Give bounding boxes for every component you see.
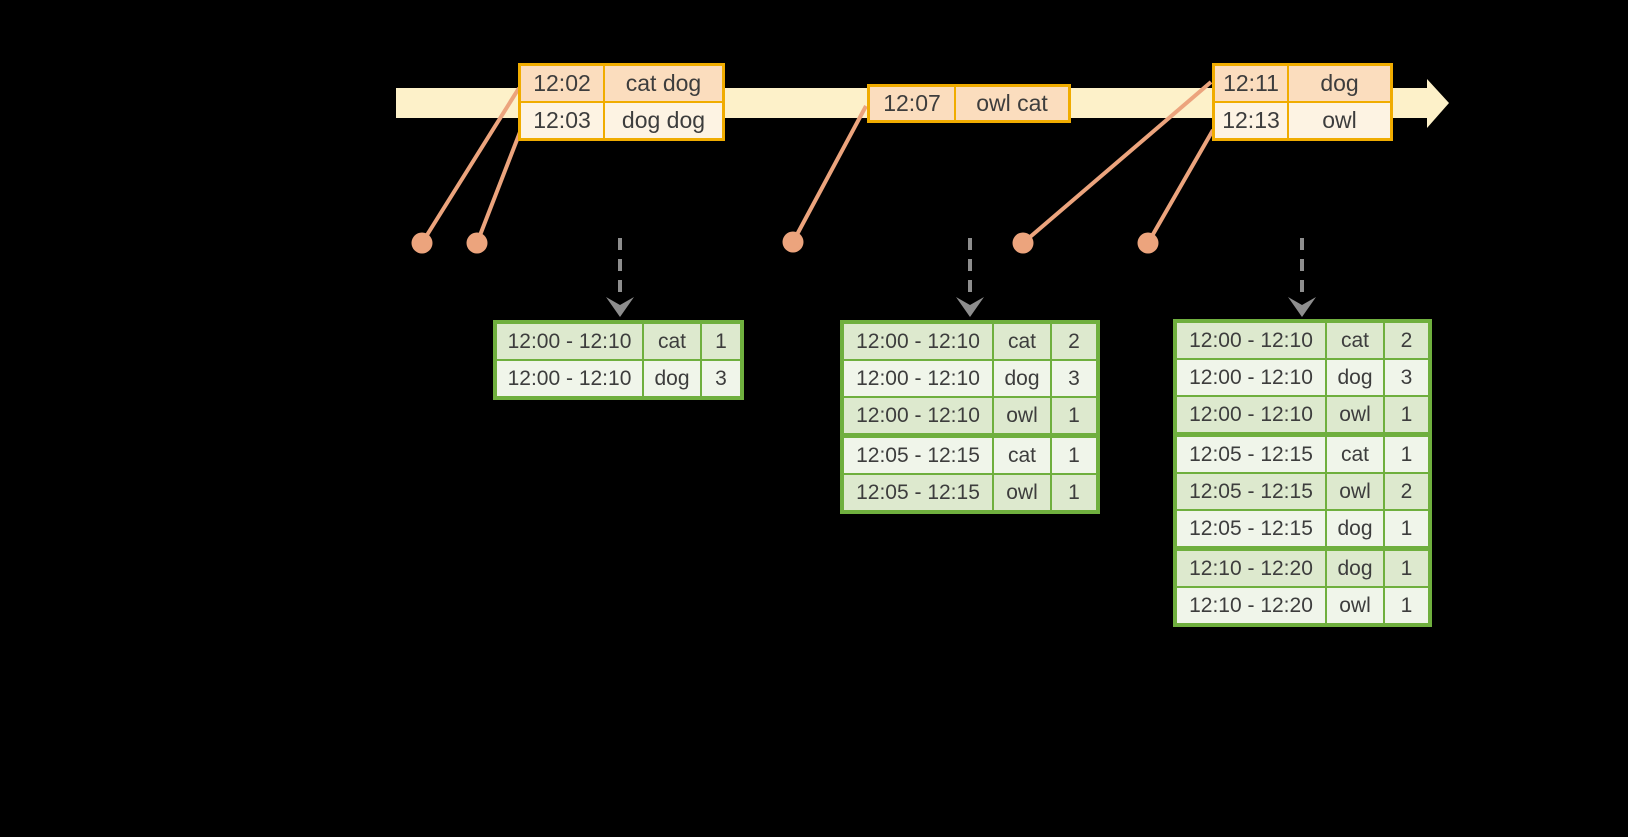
result-word-cell: owl <box>1327 474 1383 509</box>
result-word-cell: dog <box>994 361 1050 396</box>
result-word-cell: dog <box>644 361 700 396</box>
event-marker-line <box>1021 80 1213 245</box>
event-marker-line <box>475 131 522 244</box>
result-word-cell: cat <box>1327 437 1383 472</box>
result-window-cell: 12:00 - 12:10 <box>1177 360 1325 395</box>
result-count-cell: 3 <box>702 361 740 396</box>
result-window-cell: 12:05 - 12:15 <box>1177 437 1325 472</box>
result-word-cell: owl <box>1327 397 1383 432</box>
event-marker-line <box>791 105 868 243</box>
event-marker-icon <box>411 232 433 254</box>
event-words-cell: dog <box>1289 66 1390 101</box>
result-window-cell: 12:00 - 12:10 <box>844 361 992 396</box>
event-words-cell: cat dog <box>605 66 722 101</box>
result-window-cell: 12:05 - 12:15 <box>1177 474 1325 509</box>
result-word-cell: cat <box>994 438 1050 473</box>
result-count-cell: 2 <box>1052 324 1096 359</box>
event-words-cell: dog dog <box>605 103 722 138</box>
result-count-cell: 3 <box>1052 361 1096 396</box>
result-window-cell: 12:10 - 12:20 <box>1177 588 1325 623</box>
trigger-arrowhead-icon <box>1288 297 1316 317</box>
result-word-cell: cat <box>994 324 1050 359</box>
event-marker-line <box>420 86 521 245</box>
result-count-cell: 1 <box>1052 398 1096 433</box>
result-count-cell: 1 <box>1385 551 1428 586</box>
result-window-cell: 12:00 - 12:10 <box>1177 397 1325 432</box>
result-word-cell: dog <box>1327 511 1383 546</box>
result-count-cell: 2 <box>1385 323 1428 358</box>
result-count-cell: 1 <box>1052 475 1096 510</box>
trigger-arrowhead-icon <box>606 297 634 317</box>
event-words-cell: owl cat <box>956 87 1068 120</box>
event-marker-icon <box>466 232 488 254</box>
result-window-cell: 12:05 - 12:15 <box>844 475 992 510</box>
result-word-cell: dog <box>1327 360 1383 395</box>
event-time-cell: 12:02 <box>521 66 603 101</box>
trigger-arrowhead-icon <box>956 297 984 317</box>
timeline-arrowhead-icon <box>1427 79 1449 128</box>
event-time-cell: 12:11 <box>1215 66 1287 101</box>
event-marker-icon <box>1137 232 1159 254</box>
result-window-cell: 12:00 - 12:10 <box>844 324 992 359</box>
result-count-cell: 3 <box>1385 360 1428 395</box>
result-window-cell: 12:00 - 12:10 <box>497 361 642 396</box>
result-window-cell: 12:00 - 12:10 <box>1177 323 1325 358</box>
event-words-cell: owl <box>1289 103 1390 138</box>
result-word-cell: owl <box>994 475 1050 510</box>
result-word-cell: cat <box>644 324 700 359</box>
result-window-cell: 12:10 - 12:20 <box>1177 551 1325 586</box>
result-window-cell: 12:05 - 12:15 <box>1177 511 1325 546</box>
event-marker-icon <box>782 231 804 253</box>
result-word-cell: dog <box>1327 551 1383 586</box>
event-marker-line <box>1146 129 1215 244</box>
result-count-cell: 2 <box>1385 474 1428 509</box>
event-time-cell: 12:13 <box>1215 103 1287 138</box>
result-count-cell: 1 <box>1385 511 1428 546</box>
event-time-cell: 12:07 <box>870 87 954 120</box>
result-count-cell: 1 <box>702 324 740 359</box>
result-count-cell: 1 <box>1385 588 1428 623</box>
result-word-cell: owl <box>1327 588 1383 623</box>
result-count-cell: 1 <box>1385 437 1428 472</box>
result-count-cell: 1 <box>1052 438 1096 473</box>
result-count-cell: 1 <box>1385 397 1428 432</box>
result-window-cell: 12:05 - 12:15 <box>844 438 992 473</box>
event-time-cell: 12:03 <box>521 103 603 138</box>
result-window-cell: 12:00 - 12:10 <box>844 398 992 433</box>
result-window-cell: 12:00 - 12:10 <box>497 324 642 359</box>
result-word-cell: owl <box>994 398 1050 433</box>
result-word-cell: cat <box>1327 323 1383 358</box>
event-marker-icon <box>1012 232 1034 254</box>
